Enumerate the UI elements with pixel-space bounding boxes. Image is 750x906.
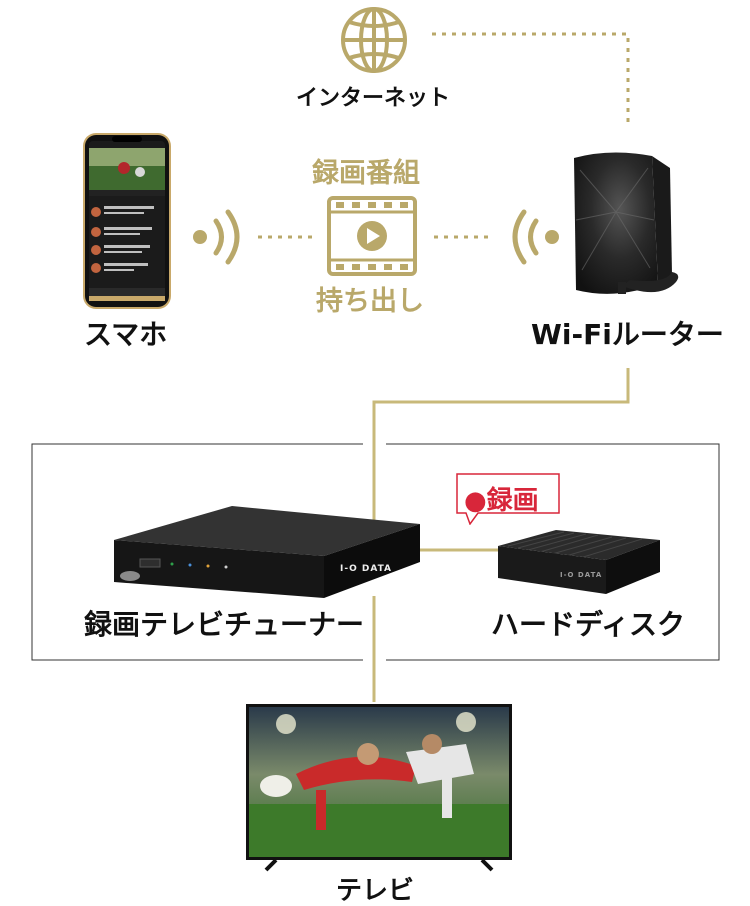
record-callout-text: ●録画	[464, 486, 539, 516]
internet-label: インターネット	[296, 86, 451, 111]
hdd-brand: I-O DATA	[560, 571, 603, 579]
hdd-label: ハードディスク	[491, 608, 686, 641]
tv-label: テレビ	[336, 876, 415, 906]
home-frame-left	[31, 443, 363, 661]
tv-tuner-device: I-O DATA	[110, 502, 425, 602]
router-device	[560, 150, 690, 310]
tuner-label: 録画テレビチューナー	[84, 608, 365, 641]
internet-router-dotted-line	[432, 32, 630, 128]
record-callout: ●録画	[456, 473, 560, 525]
transfer-top-label: 録画番組	[312, 158, 420, 189]
hard-disk-device: I-O DATA	[494, 526, 664, 598]
wifi-signal-icon	[502, 208, 562, 268]
router-label: Wi-Fiルーター	[531, 318, 724, 351]
home-frame-right	[386, 443, 720, 661]
video-film-icon	[327, 196, 417, 276]
globe-icon	[336, 2, 412, 78]
router-tuner-line	[372, 368, 630, 540]
tuner-brand: I-O DATA	[340, 564, 393, 574]
smartphone	[82, 132, 172, 310]
transfer-bottom-label: 持ち出し	[316, 286, 424, 317]
television	[246, 704, 512, 872]
wifi-signal-icon	[190, 208, 250, 268]
phone-label: スマホ	[84, 318, 168, 351]
